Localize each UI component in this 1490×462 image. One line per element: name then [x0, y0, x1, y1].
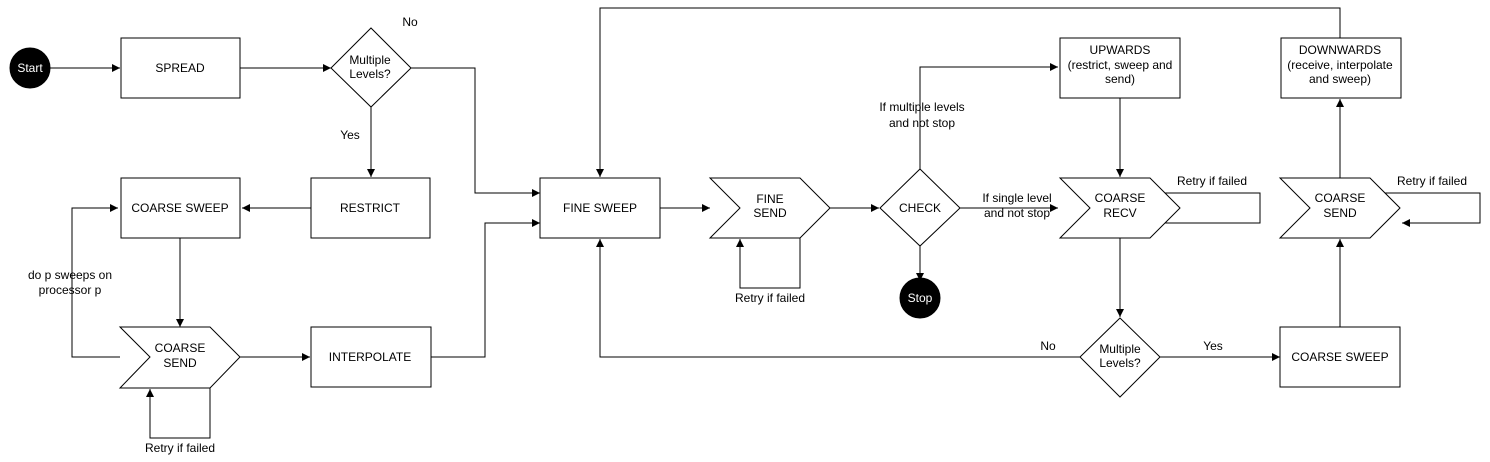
- edge-coarsesend-retry: [146, 388, 211, 439]
- interpolate-label: INTERPOLATE: [329, 350, 411, 364]
- label-p-sweeps-line1: do p sweeps on: [28, 268, 112, 282]
- coarse-recv-node: COARSE RECV: [1058, 177, 1181, 239]
- coarse-recv-line2: RECV: [1103, 206, 1136, 220]
- downwards-line3: and sweep): [1309, 72, 1371, 86]
- restrict-node: RESTRICT: [310, 177, 431, 239]
- label-no-top: No: [402, 15, 418, 29]
- fine-send-line1: FINE: [756, 192, 783, 206]
- restrict-label: RESTRICT: [340, 201, 401, 215]
- multiple-levels-bottom-node: Multiple Levels?: [1079, 317, 1161, 398]
- fine-sweep-label: FINE SWEEP: [563, 201, 637, 215]
- check-label: CHECK: [899, 201, 941, 215]
- label-retry-fine: Retry if failed: [735, 291, 805, 305]
- label-yes-top: Yes: [340, 128, 360, 142]
- start-label: Start: [17, 61, 43, 75]
- label-retry-recv: Retry if failed: [1177, 174, 1247, 188]
- fine-send-node: FINE SEND: [708, 177, 831, 239]
- downwards-line2: (receive, interpolate: [1287, 58, 1393, 72]
- coarse-send-right-line1: COARSE: [1315, 191, 1366, 205]
- coarse-send-right-node: COARSE SEND: [1278, 177, 1401, 239]
- multiple-levels-top-line2: Levels?: [349, 67, 391, 81]
- multiple-levels-top-node: Multiple Levels?: [330, 27, 412, 108]
- coarse-sweep-left-node: COARSE SWEEP: [120, 177, 241, 239]
- multiple-levels-top-line1: Multiple: [349, 53, 391, 67]
- label-if-single-line1: If single level: [982, 191, 1051, 205]
- upwards-line1: UPWARDS: [1090, 43, 1151, 57]
- label-retry-send-right: Retry if failed: [1397, 174, 1467, 188]
- upwards-node: UPWARDS (restrict, sweep and send): [1059, 37, 1181, 99]
- label-no-bottom: No: [1040, 339, 1056, 353]
- stop-node: Stop: [899, 277, 941, 319]
- start-node: Start: [9, 47, 51, 89]
- spread-label: SPREAD: [155, 61, 205, 75]
- edge-interpolate-finesweep: [431, 219, 540, 358]
- edge-downwards-finesweep: [596, 7, 1341, 177]
- edge-coarserecv-retry: [1150, 192, 1261, 227]
- edge-psweeps-loop: [71, 204, 120, 358]
- label-if-single-line2: and not stop: [984, 206, 1050, 220]
- spread-node: SPREAD: [120, 37, 241, 99]
- check-node: CHECK: [879, 168, 961, 247]
- coarse-send-left-line2: SEND: [163, 356, 197, 370]
- edge-levels-no-finesweep: [411, 67, 540, 197]
- multiple-levels-bottom-line1: Multiple: [1099, 342, 1141, 356]
- label-if-multiple-line1: If multiple levels: [879, 100, 964, 114]
- downwards-node: DOWNWARDS (receive, interpolate and swee…: [1280, 37, 1402, 99]
- edges: [50, 7, 1481, 439]
- label-p-sweeps-line2: processor p: [39, 283, 102, 297]
- label-retry-left: Retry if failed: [145, 441, 215, 455]
- edge-finesend-retry: [736, 238, 801, 289]
- coarse-sweep-right-label: COARSE SWEEP: [1291, 350, 1388, 364]
- coarse-send-left-line1: COARSE: [155, 341, 206, 355]
- interpolate-node: INTERPOLATE: [310, 326, 432, 388]
- fine-sweep-node: FINE SWEEP: [539, 177, 661, 239]
- coarse-recv-line1: COARSE: [1095, 191, 1146, 205]
- coarse-sweep-left-label: COARSE SWEEP: [131, 201, 228, 215]
- coarse-sweep-right-node: COARSE SWEEP: [1279, 326, 1401, 388]
- edge-levels-no-finesweep: [596, 239, 1080, 358]
- edge-coarsesend-right-retry: [1370, 192, 1481, 227]
- multiple-levels-bottom-line2: Levels?: [1099, 356, 1141, 370]
- coarse-send-right-line2: SEND: [1323, 206, 1357, 220]
- coarse-send-left-node: COARSE SEND: [118, 326, 241, 389]
- label-yes-bottom: Yes: [1203, 339, 1223, 353]
- fine-send-line2: SEND: [753, 206, 787, 220]
- edge-labels: No Yes do p sweeps on processor p Retry …: [28, 15, 1467, 455]
- edge-check-upwards: [919, 63, 1058, 169]
- upwards-line2: (restrict, sweep and: [1068, 58, 1173, 72]
- label-if-multiple-line2: and not stop: [889, 116, 955, 130]
- stop-label: Stop: [908, 291, 933, 305]
- upwards-line3: send): [1105, 72, 1135, 86]
- downwards-line1: DOWNWARDS: [1299, 43, 1381, 57]
